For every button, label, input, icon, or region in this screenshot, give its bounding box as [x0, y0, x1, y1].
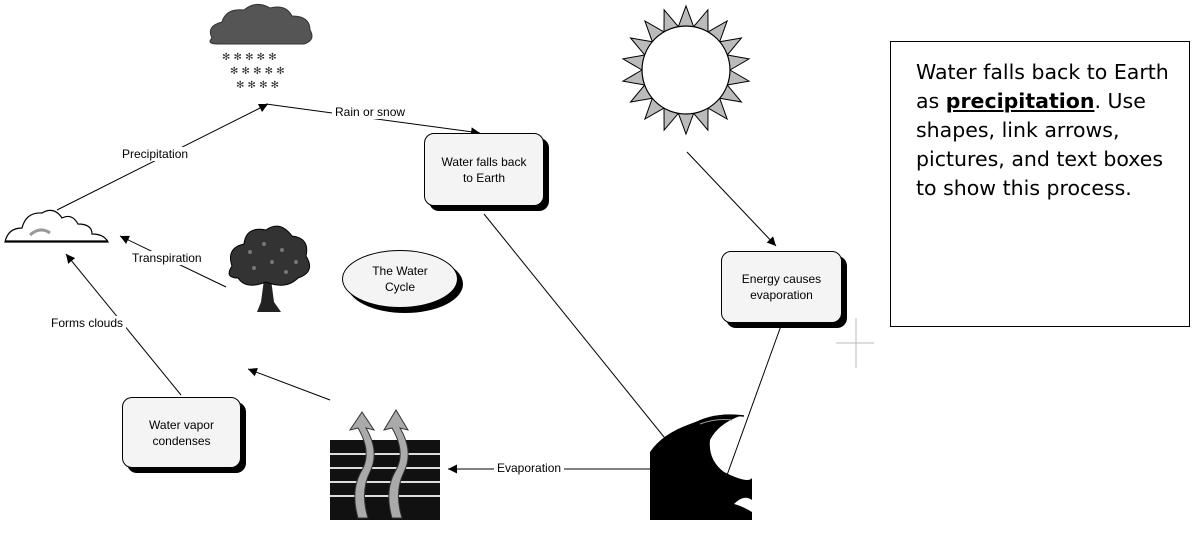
arrow-energy-to-ocean: [720, 322, 783, 490]
tree-icon: [228, 225, 311, 312]
edge-label-forms-clouds: Forms clouds: [48, 316, 127, 330]
node-water-vapor-condenses[interactable]: Water vapor condenses: [122, 397, 241, 468]
cloud-icon: [4, 209, 109, 243]
node-energy-evaporation[interactable]: Energy causes evaporation: [721, 251, 842, 323]
crosshair-cursor-icon: [836, 318, 874, 368]
callout-keyword: precipitation: [945, 89, 1095, 113]
edge-label-evaporation: Evaporation: [494, 461, 565, 475]
arrow-sun-to-energy: [686, 151, 777, 247]
instruction-callout: Water falls back to Earth as precipitati…: [890, 41, 1190, 327]
node-water-falls[interactable]: Water falls back to Earth: [424, 133, 544, 206]
callout-text-after: . Use shapes, link arrows, pictures, and…: [916, 89, 1164, 200]
wave-icon: [650, 414, 752, 520]
edge-label-transpiration: Transpiration: [129, 251, 205, 265]
callout-text-before: Water falls back to Earth as: [916, 60, 1169, 113]
svg-text:✻ ✻ ✻ ✻ ✻: ✻ ✻ ✻ ✻ ✻: [222, 52, 277, 63]
snow-cloud-icon: ✻ ✻ ✻ ✻ ✻ ✻ ✻ ✻ ✻ ✻ ✻ ✻ ✻ ✻: [209, 4, 313, 91]
edge-label-rain-or-snow: Rain or snow: [332, 105, 409, 119]
svg-text:✻ ✻ ✻ ✻: ✻ ✻ ✻ ✻: [236, 80, 279, 91]
sun-icon: [621, 4, 751, 136]
edge-label-precipitation: Precipitation: [119, 147, 192, 161]
evaporation-icon: [330, 409, 440, 520]
svg-text:✻ ✻ ✻ ✻ ✻: ✻ ✻ ✻ ✻ ✻: [230, 66, 285, 77]
arrow-condenses: [247, 367, 331, 401]
sun-disc: [641, 25, 731, 115]
node-water-cycle-title[interactable]: The Water Cycle: [342, 250, 458, 308]
sun-rays: [621, 4, 751, 136]
connectors: [56, 103, 783, 490]
